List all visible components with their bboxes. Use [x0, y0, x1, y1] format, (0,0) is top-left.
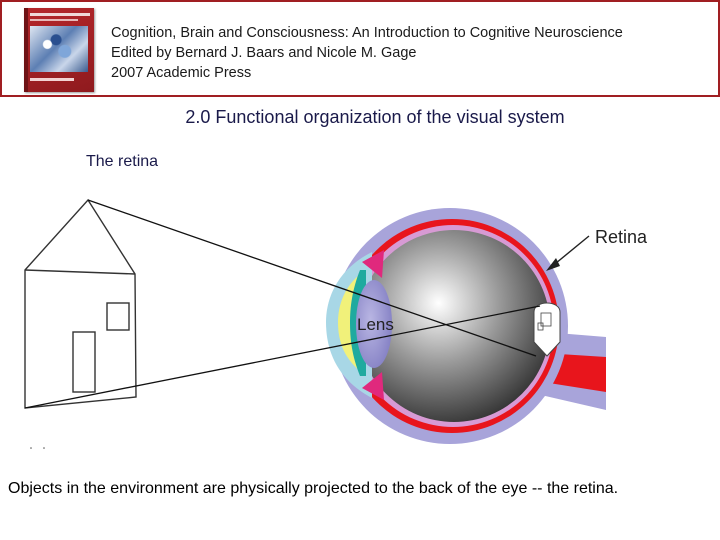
house-window — [107, 303, 129, 330]
book-cover-subtitle-bar — [30, 19, 78, 21]
slide-caption: Objects in the environment are physicall… — [8, 480, 618, 498]
section-label: The retina — [86, 153, 158, 171]
citation-title: Cognition, Brain and Consciousness: An I… — [111, 23, 623, 43]
book-cover-image — [24, 8, 94, 92]
header-banner: Cognition, Brain and Consciousness: An I… — [0, 0, 720, 97]
slide-title: 2.0 Functional organization of the visua… — [0, 107, 720, 128]
house-roof-line — [25, 270, 135, 274]
book-cover-footer-bar — [30, 78, 74, 81]
house-outline — [25, 200, 136, 408]
book-cover-title-bar — [30, 13, 90, 16]
ground-marks — [30, 447, 45, 449]
house-drawing — [25, 200, 136, 408]
eye-projection-diagram: Retina Lens — [0, 180, 720, 455]
house-door — [73, 332, 95, 392]
book-citation: Cognition, Brain and Consciousness: An I… — [111, 23, 623, 83]
book-cover-spine — [24, 8, 28, 92]
lens-label: Lens — [357, 315, 394, 334]
citation-editors: Edited by Bernard J. Baars and Nicole M.… — [111, 43, 623, 63]
citation-publisher: 2007 Academic Press — [111, 63, 623, 83]
retina-pointer — [546, 236, 589, 271]
book-cover-artwork — [30, 26, 88, 72]
retina-label: Retina — [595, 227, 648, 247]
